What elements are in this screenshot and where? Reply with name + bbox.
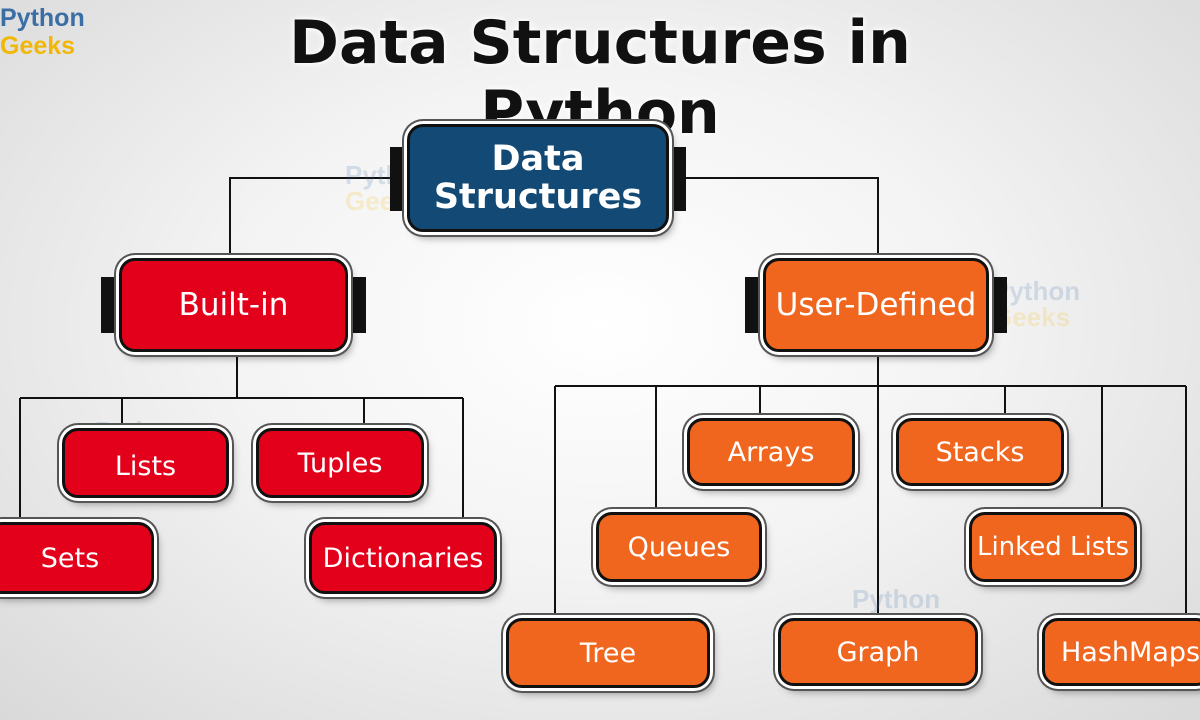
root-node-tab-right xyxy=(668,147,686,211)
node-graph: Graph xyxy=(778,618,978,686)
root-node-data-structures: Data Structures xyxy=(407,124,669,232)
node-hashmaps-label: HashMaps xyxy=(1061,636,1200,668)
node-tuples: Tuples xyxy=(256,428,424,498)
builtin-node-tab-right xyxy=(346,277,366,333)
node-queues: Queues xyxy=(596,512,762,582)
builtin-node-label: Built-in xyxy=(178,287,289,323)
root-node-label-line-2: Structures xyxy=(433,177,643,217)
node-lists-label: Lists xyxy=(114,450,177,482)
node-sets: Sets xyxy=(0,522,154,594)
node-stacks: Stacks xyxy=(896,418,1064,486)
node-hashmaps: HashMaps xyxy=(1042,618,1200,686)
root-node-tab-left xyxy=(390,147,408,211)
node-stacks-label: Stacks xyxy=(935,436,1025,468)
root-node-label-line-1: Data xyxy=(491,139,585,179)
builtin-node: Built-in xyxy=(119,258,348,352)
connector-root-builtin xyxy=(229,177,410,258)
python-geeks-logo: Python Geeks xyxy=(0,4,85,60)
user-defined-node: User-Defined xyxy=(763,258,989,352)
node-arrays: Arrays xyxy=(687,418,855,486)
user-defined-node-tab-left xyxy=(745,277,765,333)
node-lists: Lists xyxy=(62,428,229,498)
node-tree: Tree xyxy=(506,618,710,688)
user-defined-node-tab-right xyxy=(987,277,1007,333)
connector-root-user xyxy=(668,177,879,258)
node-queues-label: Queues xyxy=(627,531,731,563)
node-tuples-label: Tuples xyxy=(297,447,383,479)
logo-line-2: Geeks xyxy=(0,32,76,60)
logo-line-1: Python xyxy=(0,4,85,32)
node-linked-lists-label: Linked Lists xyxy=(976,532,1130,562)
node-sets-label: Sets xyxy=(40,542,100,574)
node-dictionaries: Dictionaries xyxy=(309,522,497,594)
node-linked-lists: Linked Lists xyxy=(969,512,1137,582)
node-arrays-label: Arrays xyxy=(727,436,815,468)
node-dictionaries-label: Dictionaries xyxy=(322,542,484,574)
user-defined-node-label: User-Defined xyxy=(775,287,977,323)
node-tree-label: Tree xyxy=(579,637,637,669)
node-graph-label: Graph xyxy=(836,636,920,668)
builtin-node-tab-left xyxy=(101,277,121,333)
